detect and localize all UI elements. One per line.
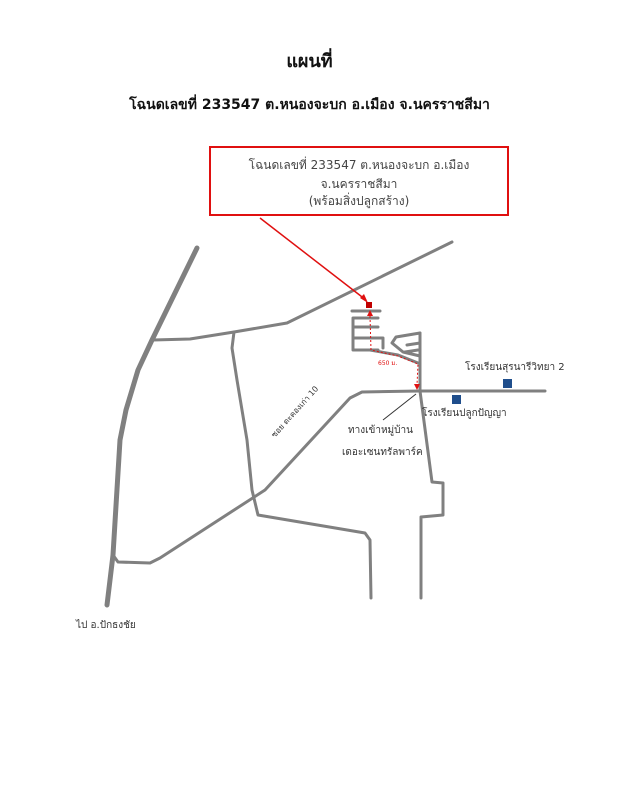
page-title: แผนที่ [286,51,333,72]
route [259,217,420,390]
page-subtitle: โฉนดเลขที่ 233547 ต.หนองจะบก อ.เมือง จ.น… [129,97,490,113]
village-roads [350,309,422,393]
property-marker [366,302,372,308]
highway-road [104,245,200,608]
callout-line2: (พร้อมสิ่งปลูกสร้าง) [308,194,410,208]
school-marker-plukpanya [452,395,461,404]
property-callout: โฉนดเลขที่ 233547 ต.หนองจะบก อ.เมือง จ.น… [209,146,509,216]
school-label-plukpanya: โรงเรียนปลูกปัญญา [422,408,507,419]
entrance-label-1: ทางเข้าหมู่บ้าน [348,425,413,436]
callout-line1: โฉนดเลขที่ 233547 ต.หนองจะบก อ.เมือง จ.น… [248,158,470,191]
school-marker-surana [503,379,512,388]
road-soi-takhong [111,389,547,565]
entrance-pointer [382,393,417,421]
road-south [418,389,445,600]
distance-label: 650 ม. [378,360,398,367]
road-north [151,240,454,342]
school-label-surana: โรงเรียนสุรนารีวิทยา 2 [465,362,565,373]
entrance-label-2: เดอะเซนทรัลพาร์ค [342,447,423,458]
road-middle [230,330,373,600]
direction-label: ไป อ.ปักธงชัย [76,620,136,631]
